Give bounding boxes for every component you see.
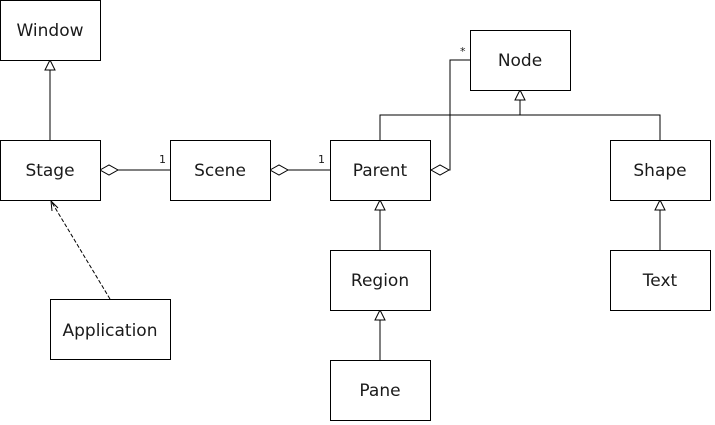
class-application-label: Application <box>63 321 158 341</box>
application-stage-dependency <box>50 199 111 300</box>
class-text[interactable]: Text <box>610 250 711 311</box>
class-node[interactable]: Node <box>470 30 571 91</box>
class-text-label: Text <box>642 271 678 291</box>
class-region-label: Region <box>351 271 409 291</box>
node-generalization-tree <box>379 88 661 140</box>
class-stage-label: Stage <box>25 161 74 181</box>
class-region[interactable]: Region <box>330 250 431 311</box>
class-shape-label: Shape <box>633 161 686 181</box>
region-parent-generalization <box>374 198 386 250</box>
class-scene[interactable]: Scene <box>170 140 271 201</box>
scene-parent-aggregation <box>268 164 330 176</box>
multiplicity-parent-node: * <box>460 45 466 58</box>
class-window-label: Window <box>16 21 83 41</box>
class-shape[interactable]: Shape <box>610 140 711 201</box>
class-application[interactable]: Application <box>50 299 171 360</box>
parent-node-aggregation <box>429 59 470 176</box>
class-pane[interactable]: Pane <box>330 360 431 421</box>
multiplicity-scene-parent: 1 <box>318 153 325 166</box>
class-stage[interactable]: Stage <box>0 140 101 201</box>
text-shape-generalization <box>654 198 666 250</box>
class-window[interactable]: Window <box>0 0 101 61</box>
class-node-label: Node <box>498 51 542 71</box>
class-parent[interactable]: Parent <box>330 140 431 201</box>
pane-region-generalization <box>374 308 386 360</box>
class-scene-label: Scene <box>194 161 246 181</box>
stage-window-generalization <box>44 58 56 140</box>
class-pane-label: Pane <box>359 381 400 401</box>
multiplicity-stage-scene: 1 <box>159 153 166 166</box>
class-parent-label: Parent <box>353 161 408 181</box>
stage-scene-aggregation <box>98 164 170 176</box>
